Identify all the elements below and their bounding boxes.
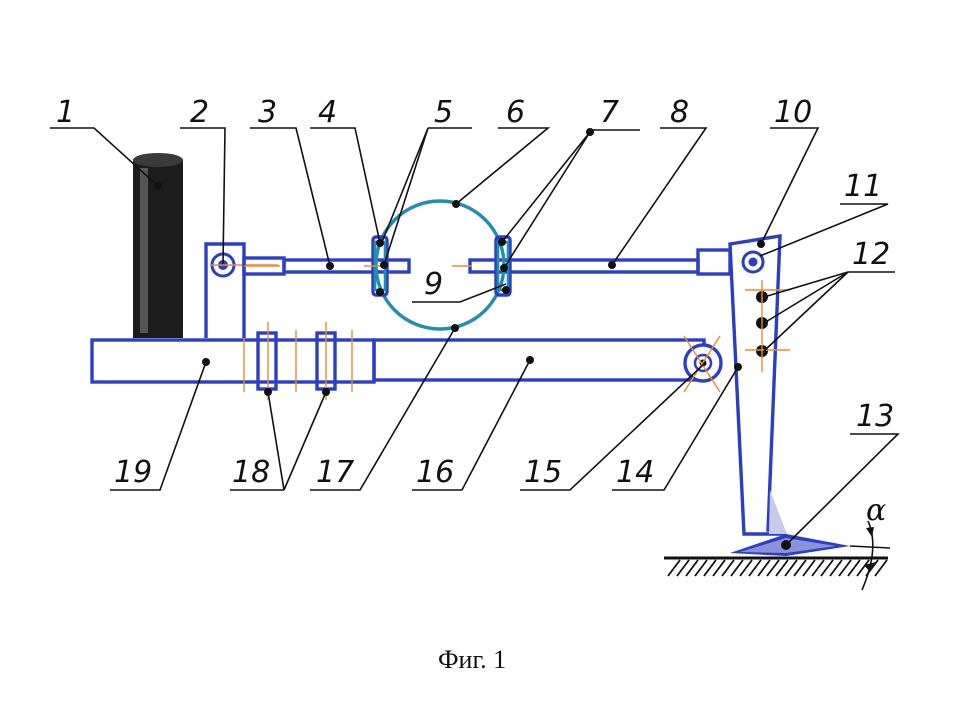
- tine-shank: [728, 233, 790, 536]
- callout-8: 8: [670, 95, 689, 130]
- callout-1: 1: [56, 95, 75, 130]
- callout-6: 6: [506, 95, 525, 130]
- callout-17: 17: [316, 455, 354, 490]
- callout-numbers: 1 2 3 4 5 6 7 8 9 10 11 12 13 14 15 16 1…: [56, 95, 894, 490]
- callout-7: 7: [600, 95, 619, 130]
- callout-19: 19: [114, 455, 152, 490]
- callout-12: 12: [852, 237, 890, 272]
- callout-16: 16: [416, 455, 454, 490]
- main-frame-bar: [90, 338, 706, 384]
- vertical-post: [133, 153, 183, 338]
- callout-4: 4: [318, 95, 337, 130]
- angle-marker: [849, 520, 891, 591]
- callout-14: 14: [616, 455, 654, 490]
- callout-15: 15: [524, 455, 562, 490]
- callout-9: 9: [424, 267, 443, 302]
- callout-13: 13: [856, 399, 894, 434]
- callout-18: 18: [232, 455, 270, 490]
- callout-11: 11: [844, 169, 882, 204]
- clamps: [243, 322, 353, 400]
- callout-2: 2: [190, 95, 209, 130]
- pivot-joint: [683, 335, 723, 393]
- figure-caption: Фиг. 1: [438, 645, 506, 674]
- rods: [242, 248, 732, 276]
- leader-lines: [50, 127, 900, 550]
- callout-3: 3: [258, 95, 277, 130]
- callout-10: 10: [774, 95, 812, 130]
- ground-line: [664, 556, 888, 577]
- callout-5: 5: [434, 95, 453, 130]
- angle-label: α: [866, 493, 886, 528]
